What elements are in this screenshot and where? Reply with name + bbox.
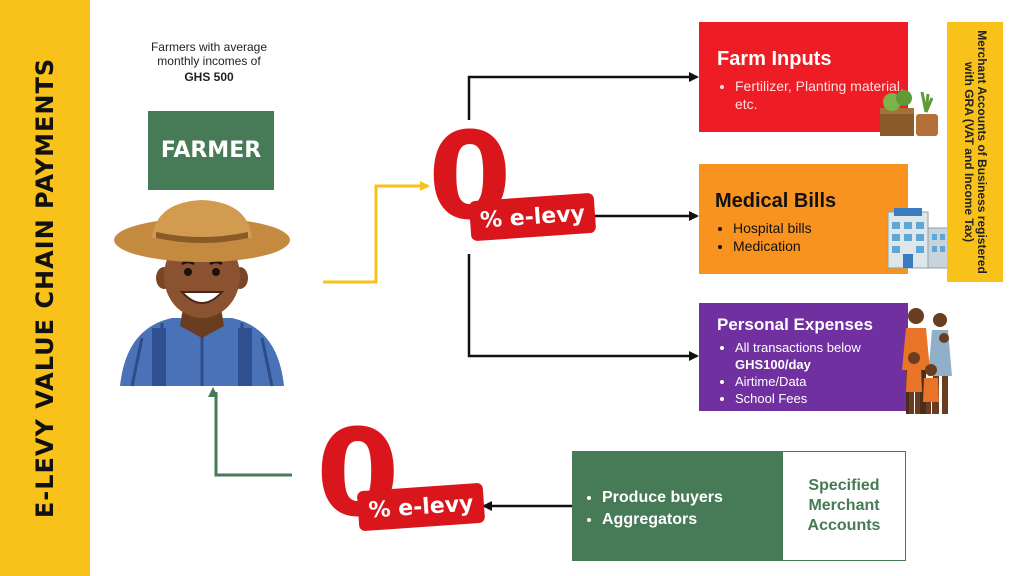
produce-buyers-box: Produce buyers Aggregators — [572, 451, 782, 561]
levy-to-farm-inputs-arrow — [467, 72, 699, 120]
medical-bills-box: Medical Bills Hospital bills Medication — [699, 164, 908, 274]
farm-inputs-box: Farm Inputs Fertilizer, Planting materia… — [699, 22, 908, 132]
medical-item: Hospital bills — [733, 219, 908, 237]
family-icon — [902, 308, 952, 414]
personal-expenses-box: Personal Expenses All transactions below… — [699, 303, 908, 411]
merchant-accounts-label — [947, 22, 1003, 282]
personal-item: Airtime/Data — [735, 373, 908, 390]
buyer-item: Produce buyers — [602, 487, 782, 509]
specified-merchant-accounts-box: Specified Merchant Accounts — [782, 451, 906, 561]
farm-inputs-item: Fertilizer, Planting material, etc. — [735, 77, 908, 113]
farmer-illustration — [114, 200, 290, 387]
farmer-caption: Farmers with average monthly incomes of … — [150, 40, 268, 84]
farm-inputs-title: Farm Inputs — [717, 48, 832, 70]
medical-item: Medication — [733, 237, 908, 255]
farm-supplies-icon — [880, 90, 938, 136]
farmer-to-levy-arrow — [323, 181, 430, 284]
levy-to-personal-arrow — [467, 254, 699, 361]
medical-bills-title: Medical Bills — [715, 190, 837, 212]
personal-limit: GHS100/day — [735, 357, 811, 372]
merchant-accounts-text: Merchant Accounts of Business registered… — [962, 30, 989, 274]
personal-expenses-title: Personal Expenses — [717, 315, 873, 334]
personal-item: School Fees — [735, 390, 908, 407]
levy-to-farmer-arrow — [208, 387, 292, 477]
farmer-label-box: FARMER — [148, 111, 274, 190]
hospital-icon — [887, 208, 949, 269]
sidebar — [0, 0, 90, 576]
farmer-income: GHS 500 — [184, 70, 234, 84]
farmer-caption-text: Farmers with average monthly incomes of — [150, 40, 268, 68]
buyer-item: Aggregators — [602, 509, 782, 531]
